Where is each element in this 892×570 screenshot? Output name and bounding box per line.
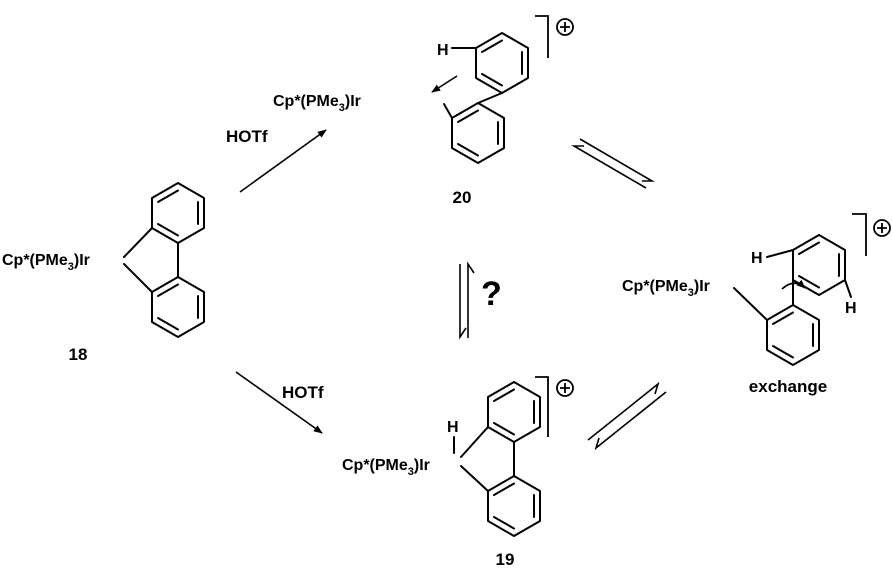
compound-number-20: 20 <box>453 188 472 207</box>
equilibrium-arrow-19-exchange <box>587 381 667 451</box>
reagent-label-bottom: HOTf <box>282 383 324 402</box>
complex-20-ligand: Cp*(PMe3)Ir <box>273 93 361 114</box>
compound-number-18: 18 <box>69 345 88 364</box>
circled-plus-icon <box>556 379 574 397</box>
reagent-label-top: HOTf <box>226 127 268 146</box>
charge-bracket <box>852 213 867 256</box>
agostic-arrow <box>431 75 458 93</box>
question-mark: ? <box>481 275 502 313</box>
ir-c-bond <box>733 287 768 321</box>
charge-bracket <box>535 376 549 437</box>
benzene-ring <box>766 304 820 366</box>
exchange-intermediate: Cp*(PMe3)Ir H H exchange <box>622 213 891 396</box>
ir-c-bond <box>123 227 153 258</box>
ir-c-bond <box>460 426 489 458</box>
hydride-hydrogen: H <box>447 419 459 436</box>
biaryl-bond <box>477 92 503 104</box>
equilibrium-arrow-20-exchange <box>571 138 655 189</box>
circled-plus-icon <box>873 219 891 237</box>
complex-19: Cp*(PMe3)Ir H 19 <box>342 376 574 569</box>
benzene-ring <box>475 32 529 94</box>
complex-18-ligand: Cp*(PMe3)Ir <box>2 252 90 273</box>
equilibrium-arrow-20-19 <box>459 261 475 340</box>
c-h-bond <box>766 249 794 258</box>
complex-19-ligand: Cp*(PMe3)Ir <box>342 457 430 478</box>
agostic-hydrogen: H <box>437 42 449 59</box>
exchange-caption: exchange <box>749 377 827 396</box>
ir-c-bond <box>443 103 453 119</box>
ir-c-bond <box>123 263 153 293</box>
benzene-ring <box>792 234 846 296</box>
circled-plus-icon <box>556 18 574 36</box>
benzene-ring <box>487 475 541 537</box>
exchange-ligand: Cp*(PMe3)Ir <box>622 278 710 299</box>
ir-c-bond <box>460 465 489 492</box>
reaction-arrow-18-to-20 <box>239 129 327 193</box>
benzene-ring <box>487 381 541 443</box>
compound-number-19: 19 <box>496 550 515 569</box>
rotation-arrow-icon <box>781 279 806 290</box>
ortho-hydrogen-left: H <box>751 250 763 267</box>
charge-bracket <box>535 15 549 58</box>
reaction-arrow-18-to-19 <box>235 371 323 434</box>
c-h-bond <box>844 279 852 298</box>
complex-18: Cp*(PMe3)Ir 18 <box>2 182 205 364</box>
benzene-ring <box>151 182 205 244</box>
benzene-ring <box>451 102 505 164</box>
benzene-ring <box>151 276 205 338</box>
ortho-hydrogen-right: H <box>845 300 857 317</box>
complex-20: Cp*(PMe3)Ir H 20 <box>273 15 574 207</box>
